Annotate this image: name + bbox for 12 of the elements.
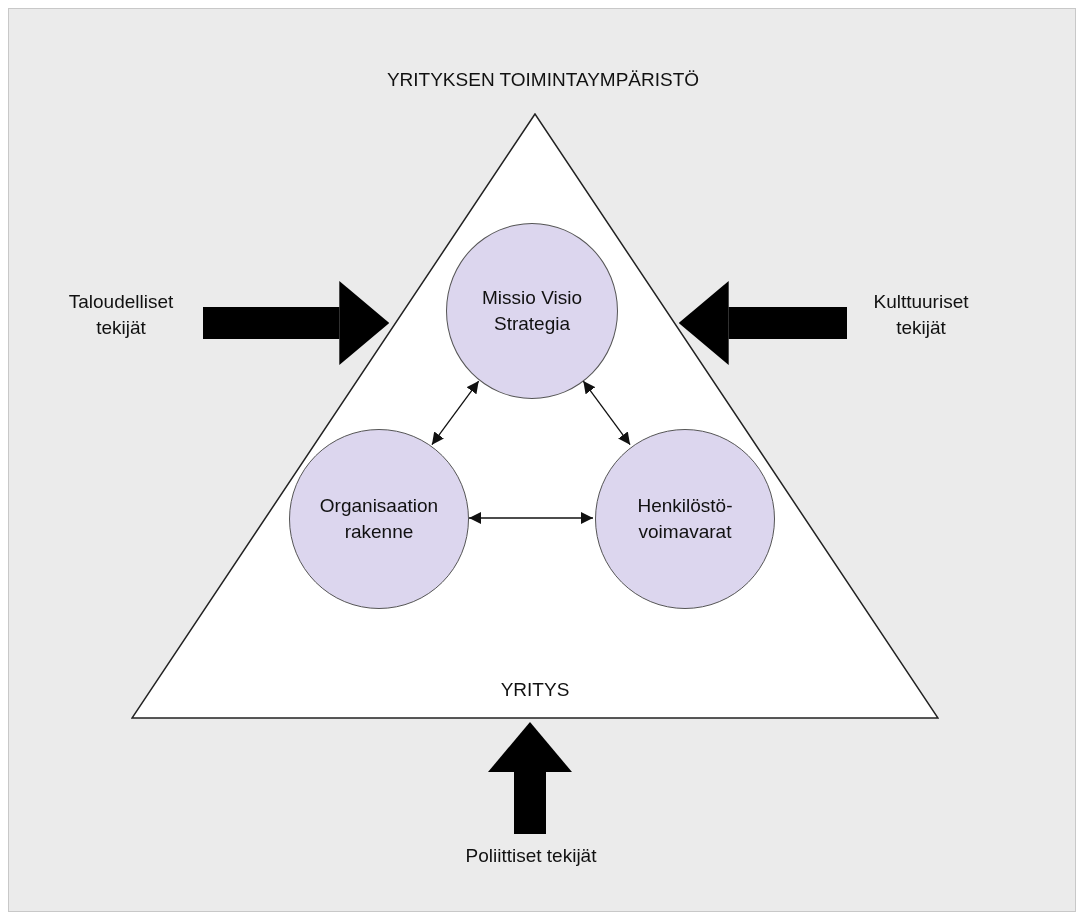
factor-label: Taloudelliset tekijät	[46, 289, 196, 359]
factor-label: Poliittiset tekijät	[401, 843, 661, 879]
double-arrow	[582, 380, 631, 446]
panel-background	[8, 8, 1076, 912]
factor-label: Kulttuuriset tekijät	[856, 289, 986, 359]
double-arrow	[468, 512, 594, 524]
block-arrow	[678, 281, 847, 365]
block-arrow	[488, 722, 572, 834]
double-arrow	[431, 380, 480, 446]
heading: YRITYKSEN TOIMINTAYMPÄRISTÖ	[385, 68, 701, 92]
node-label: YRITYS	[499, 678, 571, 702]
block-arrow	[203, 281, 390, 365]
